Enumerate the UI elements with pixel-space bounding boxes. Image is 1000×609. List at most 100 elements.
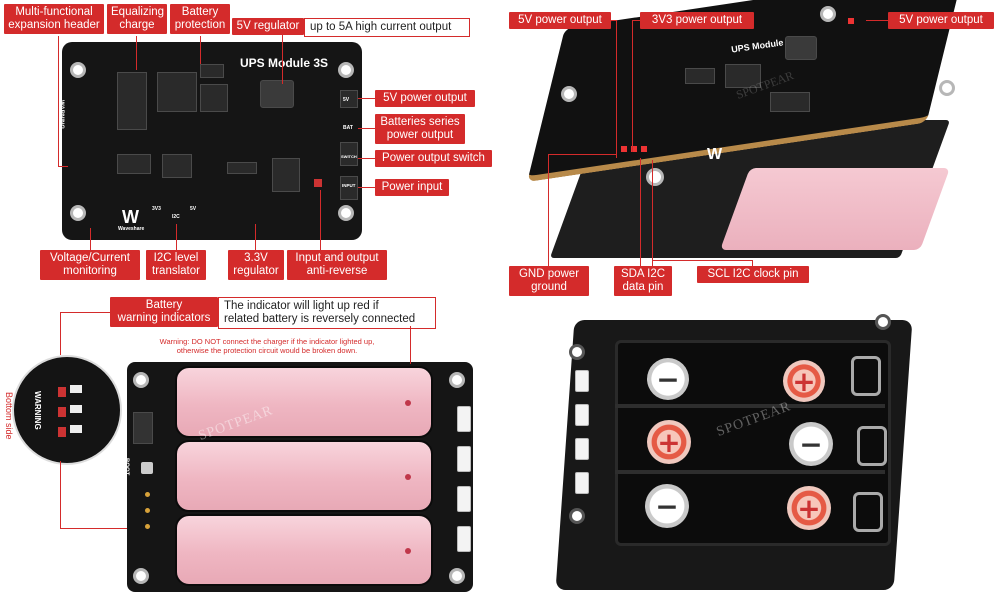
mount-hole (449, 372, 465, 388)
mount-hole (338, 205, 354, 221)
mount-hole (569, 508, 585, 524)
label-anti-reverse: Input and output anti-reverse (287, 250, 387, 280)
chip (117, 72, 147, 130)
label-5v-output-left: 5V power output (509, 12, 611, 29)
silk-warning-zoom: WARNING (33, 391, 42, 430)
chip (200, 64, 224, 78)
battery-holder: − + + − − + SPOTPEAR (555, 300, 915, 600)
plus-terminal-icon: + (647, 420, 691, 464)
leader-line (60, 312, 110, 313)
divider (615, 470, 885, 474)
boot-button[interactable] (141, 462, 153, 474)
battery-cell-3 (175, 514, 433, 586)
warning-text: Warning: DO NOT connect the charger if t… (159, 337, 375, 355)
leader-line (358, 128, 375, 129)
leader-line (548, 154, 549, 266)
chip (200, 84, 228, 112)
label-5v-output-right: 5V power output (888, 12, 994, 29)
warning-led (145, 508, 150, 513)
label-equalizing: Equalizing charge (107, 4, 167, 34)
board-title: UPS Module 3S (240, 56, 329, 70)
warning-led (58, 387, 66, 397)
warning-led (58, 407, 66, 417)
mount-hole (569, 344, 585, 360)
leader-line (632, 20, 640, 21)
waveshare-logo-icon: W (707, 146, 723, 163)
leader-line (320, 190, 321, 250)
silk-switch: SWITCH (341, 154, 357, 159)
mount-hole (449, 568, 465, 584)
silk-5v: 5V (343, 97, 350, 103)
jst-connector (575, 404, 589, 426)
label-scl: SCL I2C clock pin (697, 266, 809, 283)
plus-terminal-icon: + (787, 486, 831, 530)
leader-line (60, 461, 61, 529)
mount-hole (646, 168, 664, 186)
warning-led (145, 524, 150, 529)
leader-line (58, 166, 68, 167)
label-power-output-switch: Power output switch (375, 150, 492, 167)
inductor (260, 80, 294, 108)
spring-contact (857, 426, 887, 466)
ups-board-angled-view: UPS Module 3S W SPOTPEAR (527, 0, 965, 268)
minus-terminal-icon: − (789, 422, 833, 466)
leader-line (358, 158, 375, 159)
leader-line (640, 158, 641, 266)
battery-cell-2 (175, 440, 433, 512)
silk-boot: BOOT (123, 458, 129, 476)
leader-line (176, 224, 177, 250)
header-pins (133, 412, 153, 444)
mount-hole (338, 62, 354, 78)
label-5v-regulator-desc: up to 5A high current output (304, 18, 470, 37)
bottom-side-label: Bottom side (4, 392, 14, 440)
white-pad (70, 405, 82, 413)
leader-line (410, 326, 411, 364)
ups-board-bottom-view: BOOT SPOTPEAR (123, 362, 473, 592)
jst-connector (575, 438, 589, 460)
led-red (641, 146, 647, 152)
mount-hole (70, 205, 86, 221)
leader-line (200, 36, 201, 64)
input-connector (340, 176, 358, 200)
switch (340, 142, 358, 166)
chip (272, 158, 300, 192)
label-i2c-translator: I2C level translator (146, 250, 206, 280)
chip (162, 154, 192, 178)
leader-line (60, 312, 61, 355)
mount-hole (133, 372, 149, 388)
inductor (785, 36, 817, 60)
label-batteries-series: Batteries series power output (375, 114, 465, 144)
plus-terminal-icon: + (783, 360, 825, 402)
cell-dot (405, 400, 411, 406)
led-red (848, 18, 854, 24)
leader-line (548, 154, 616, 155)
label-battery-warning: Battery warning indicators (110, 297, 218, 327)
divider (615, 404, 885, 408)
label-battery-protection: Battery protection (170, 4, 230, 34)
minus-terminal-icon: − (647, 358, 689, 400)
chip (157, 72, 197, 112)
leader-line (611, 20, 617, 21)
chip (725, 64, 761, 88)
cell-dot (405, 548, 411, 554)
leader-line (358, 98, 375, 99)
silk-3v3: 3V3 (152, 206, 161, 212)
label-battery-warning-desc: The indicator will light up red if relat… (218, 297, 436, 329)
silk-input: INPUT (342, 183, 356, 188)
led-red (631, 146, 637, 152)
leader-line (60, 528, 146, 529)
leader-line (632, 20, 633, 152)
label-5v-regulator: 5V regulator (232, 18, 304, 35)
chip (770, 92, 810, 112)
mount-hole (939, 80, 955, 96)
jst-connector (457, 446, 471, 472)
mount-hole (875, 314, 891, 330)
jst-connector (575, 370, 589, 392)
chip (227, 162, 257, 174)
leader-line (90, 228, 91, 250)
label-5v-power-output: 5V power output (375, 90, 475, 107)
label-3v3-regulator: 3.3V regulator (228, 250, 284, 280)
mount-hole (820, 6, 836, 22)
leader-line (652, 160, 653, 266)
leader-line (652, 260, 752, 261)
